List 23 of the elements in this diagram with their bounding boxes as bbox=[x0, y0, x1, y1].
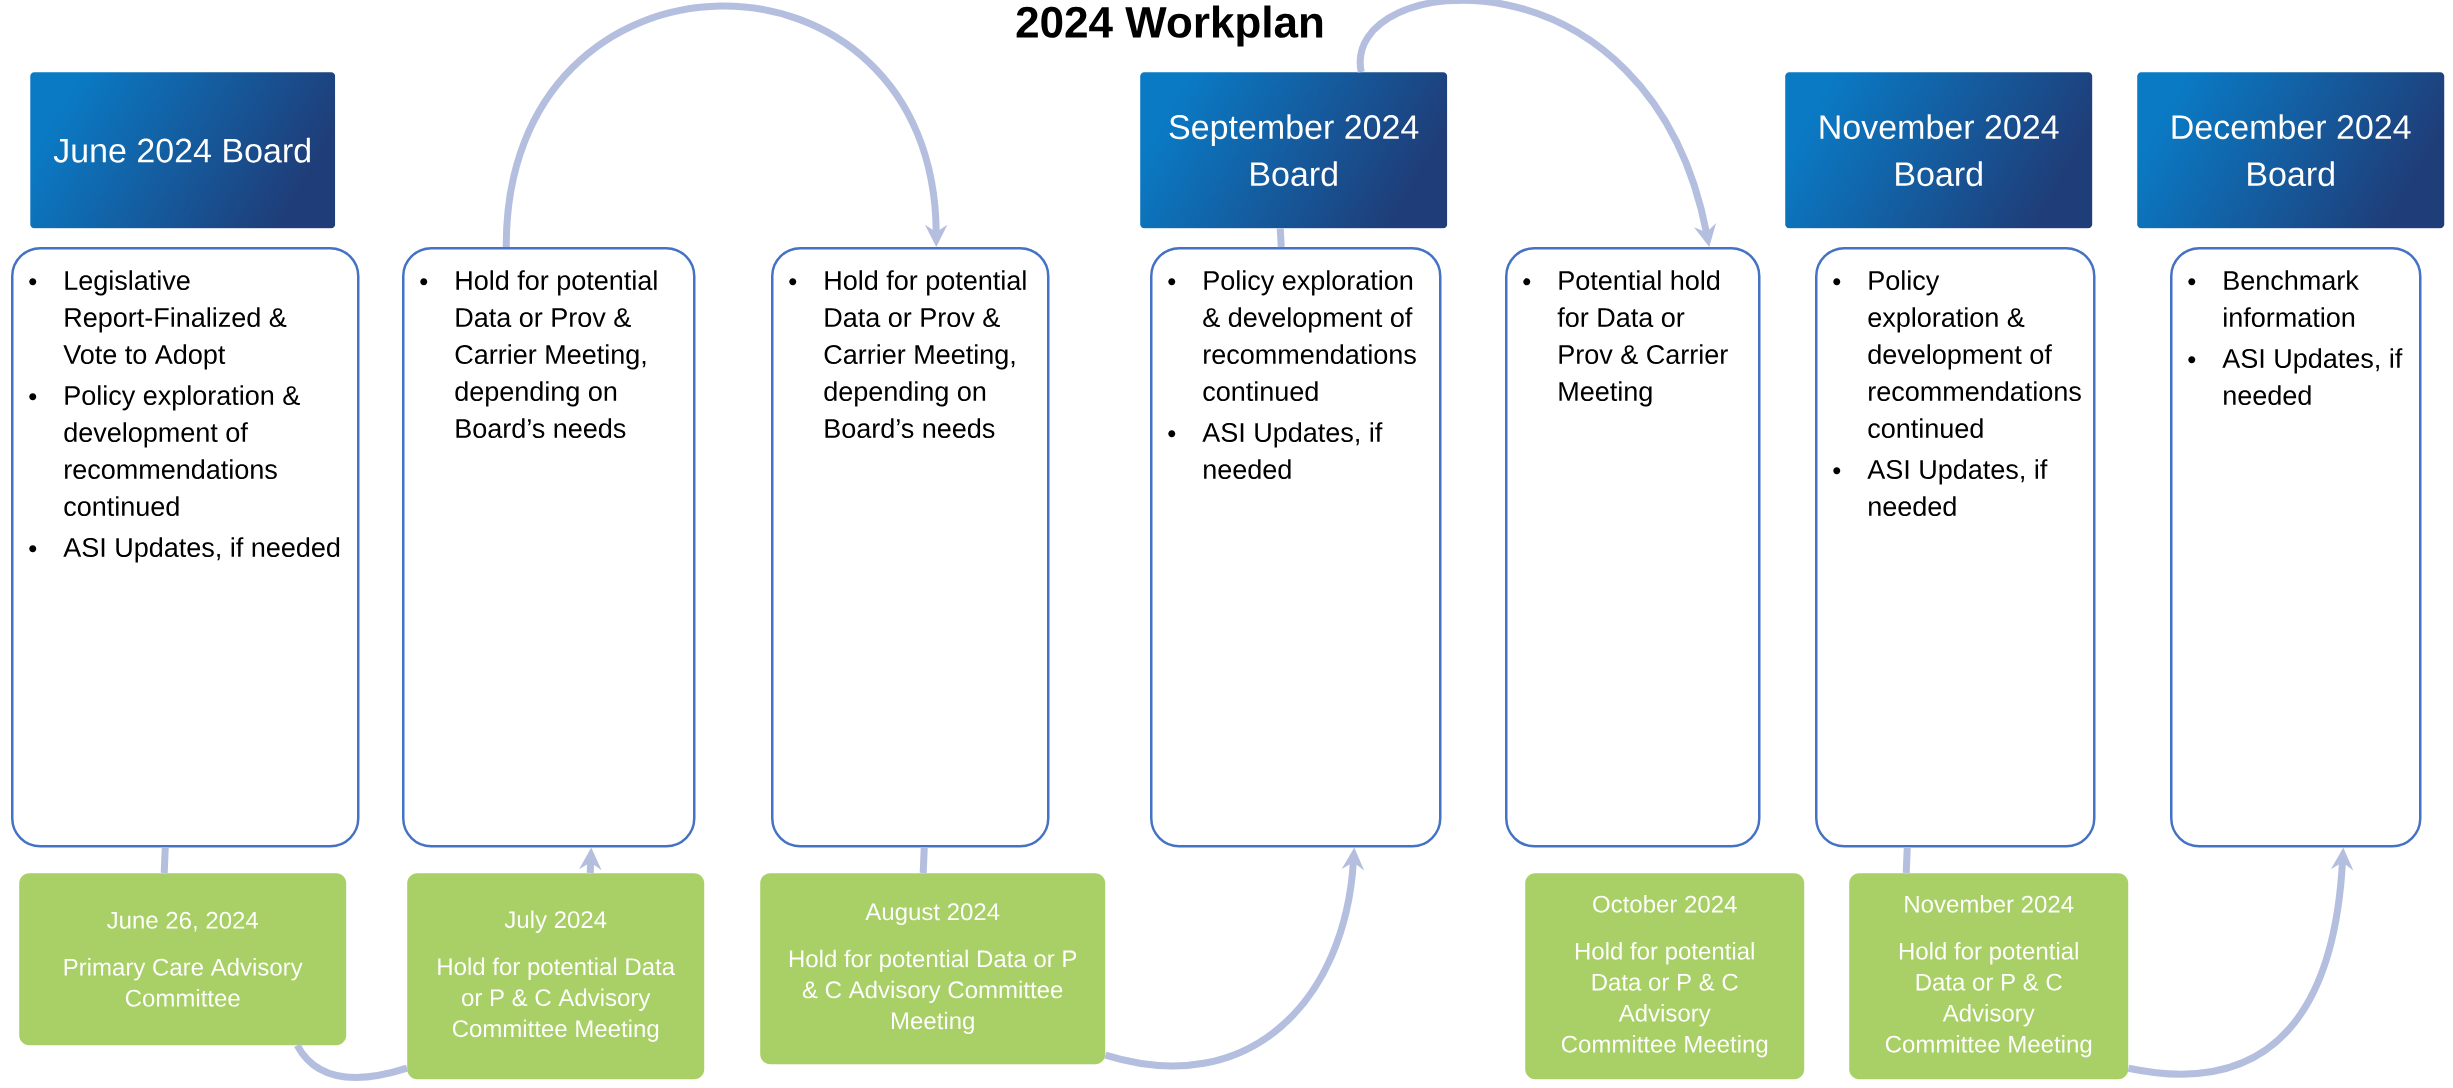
connector-line bbox=[160, 847, 169, 874]
bullet-list-box: Benchmark information ASI Updates, if needed bbox=[2170, 247, 2422, 848]
board-header: November 2024 Board bbox=[1820, 114, 2059, 187]
bullet-list-box: Hold for potential Data or Prov & Carrier Meeting, depending on Board’s needs bbox=[402, 247, 696, 848]
connector-line bbox=[294, 1043, 408, 1082]
meeting-box: August 2024 Hold for potential Data or P & C Advisory Committee Meeting bbox=[760, 873, 1106, 1065]
bullet-list-box: Hold for potential Data or Prov & Carrier Meeting, depending on Board’s needs bbox=[771, 247, 1050, 848]
meeting-box: October 2024 Hold for potential Data or P & C Advisory Committee Meeting bbox=[1525, 873, 1805, 1080]
board-header: September 2024 Board bbox=[1169, 114, 1419, 187]
arrow bbox=[502, 2, 948, 248]
title: 2024 Workplan bbox=[1016, 5, 1323, 47]
meeting-box: November 2024 Hold for potential Data or P & C Advisory Committee Meeting bbox=[1849, 873, 2129, 1080]
bullet-list-box: Legislative Report-Finalized & Vote to Adopt Policy exploration & development of recommendations continued ASI Updates, if needed bbox=[11, 247, 360, 848]
meeting-box: July 2024 Hold for potential Data or P & C Advisory Committee Meeting bbox=[407, 873, 705, 1080]
meeting-box: June 26, 2024 Primary Care Advisory Committee bbox=[19, 873, 347, 1046]
board-header: December 2024 Board bbox=[2172, 114, 2411, 187]
bullet-list-box: Policy exploration & development of recommendations continued ASI Updates, if needed bbox=[1150, 247, 1442, 848]
connector-line bbox=[1902, 847, 1911, 874]
board-header: June 2024 Board bbox=[53, 137, 310, 163]
connector-line bbox=[1276, 228, 1285, 248]
bullet-list-box: Policy exploration & development of recommendations continued ASI Updates, if needed bbox=[1815, 247, 2096, 848]
bullet-list-box: Potential hold for Data or Prov & Carrier Meeting bbox=[1505, 247, 1761, 848]
connector-line bbox=[919, 847, 928, 874]
